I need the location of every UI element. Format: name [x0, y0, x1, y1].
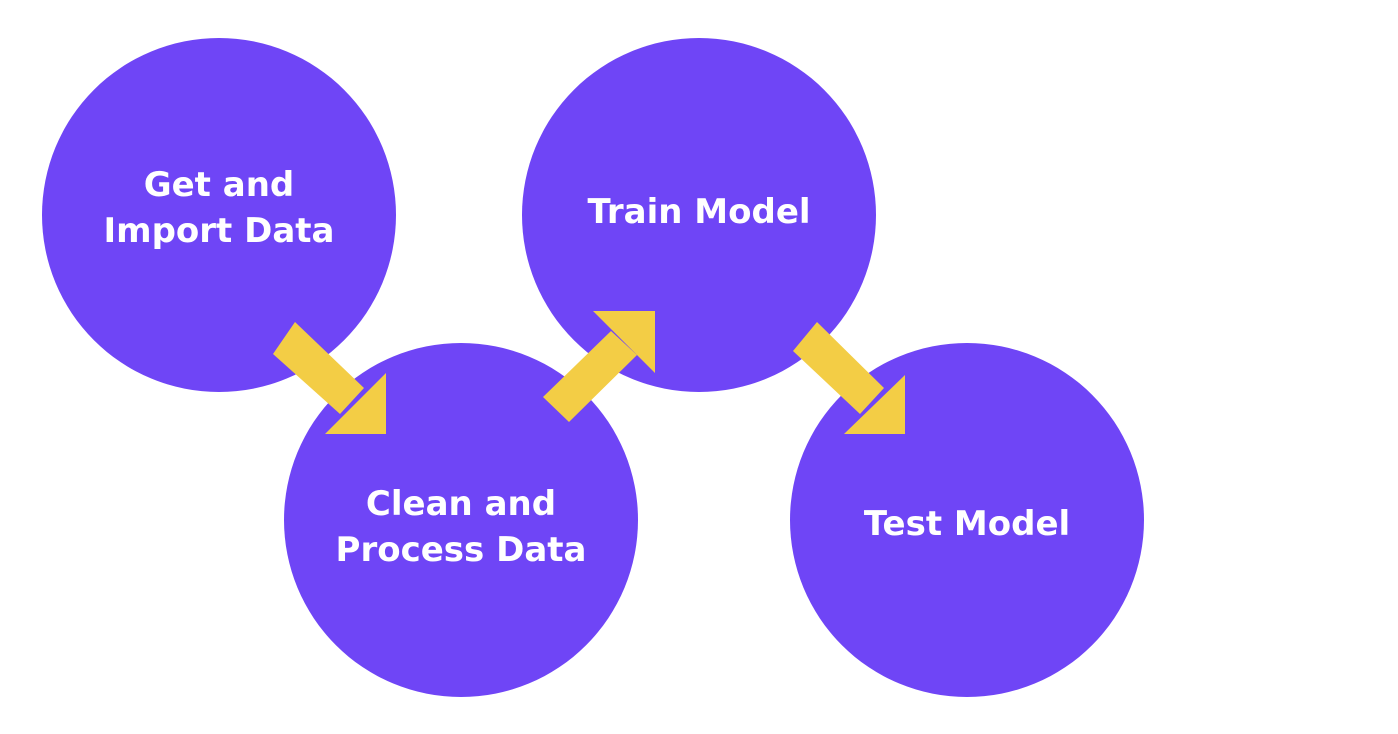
arrow-down-right-icon [273, 322, 386, 434]
step-label: Train Model [587, 192, 811, 232]
step-label: Get and Import Data [103, 165, 335, 251]
step-get-and-import-data: Get and Import Data [42, 38, 396, 392]
arrow-down-right-icon [793, 322, 905, 434]
arrow-up-right-icon [543, 311, 655, 422]
step-clean-and-process-data: Clean and Process Data [284, 343, 638, 697]
step-label: Clean and Process Data [335, 484, 587, 570]
step-label: Test Model [863, 504, 1071, 544]
